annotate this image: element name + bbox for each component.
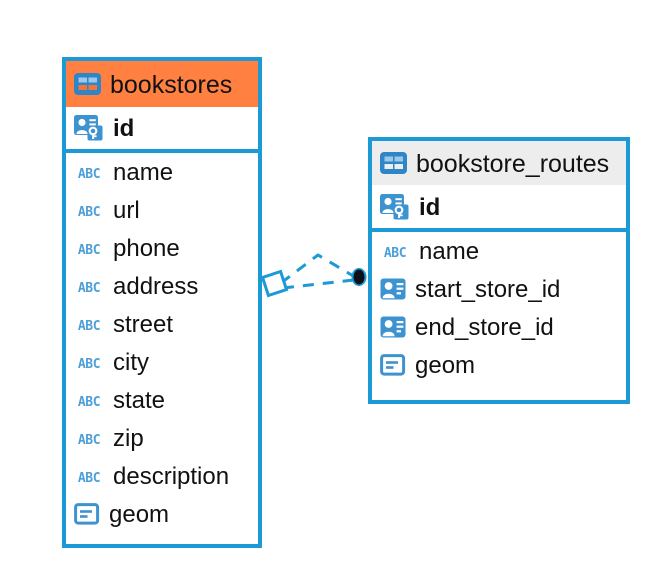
column-label-phone: phone bbox=[113, 235, 180, 262]
column-row-end-store-id[interactable]: end_store_id bbox=[372, 308, 626, 346]
table-title-bookstores: bookstores bbox=[110, 70, 233, 99]
column-label-end-store-id: end_store_id bbox=[415, 314, 554, 341]
abc-text-icon: ABC bbox=[77, 280, 101, 296]
column-label-geom: geom bbox=[415, 352, 476, 379]
column-row-geom[interactable]: geom bbox=[372, 346, 626, 384]
abc-text-icon: ABC bbox=[383, 245, 407, 261]
abc-text-icon: ABC bbox=[77, 432, 101, 448]
foreign-key-icon bbox=[380, 278, 406, 300]
column-row-description[interactable]: ABC description bbox=[66, 457, 258, 495]
column-label-zip: zip bbox=[113, 425, 144, 452]
column-row-url[interactable]: ABC url bbox=[66, 191, 258, 229]
column-label-name: name bbox=[419, 238, 480, 265]
column-label-geom: geom bbox=[109, 501, 170, 528]
column-label-state: state bbox=[113, 387, 166, 414]
geometry-icon bbox=[74, 503, 100, 525]
column-row-address[interactable]: ABC address bbox=[66, 267, 258, 305]
column-row-id[interactable]: id bbox=[66, 107, 258, 149]
column-label-url: url bbox=[113, 197, 140, 224]
column-row-name[interactable]: ABC name bbox=[372, 232, 626, 270]
abc-text-icon: ABC bbox=[77, 242, 101, 258]
column-label-street: street bbox=[113, 311, 174, 338]
primary-key-icon bbox=[380, 193, 409, 219]
table-grid-icon bbox=[380, 152, 407, 174]
abc-text-icon: ABC bbox=[77, 394, 101, 410]
column-row-geom[interactable]: geom bbox=[66, 495, 258, 533]
table-grid-icon bbox=[74, 73, 101, 95]
column-row-phone[interactable]: ABC phone bbox=[66, 229, 258, 267]
column-label-description: description bbox=[113, 463, 230, 490]
column-label-id: id bbox=[113, 115, 135, 142]
column-label-start-store-id: start_store_id bbox=[415, 276, 561, 303]
column-row-id[interactable]: id bbox=[372, 185, 626, 228]
relationship-line-lower bbox=[282, 278, 355, 290]
foreign-key-icon bbox=[380, 316, 406, 338]
column-row-street[interactable]: ABC street bbox=[66, 305, 258, 343]
column-label-address: address bbox=[113, 273, 199, 300]
abc-text-icon: ABC bbox=[77, 204, 101, 220]
abc-text-icon: ABC bbox=[77, 356, 101, 372]
column-row-start-store-id[interactable]: start_store_id bbox=[372, 270, 626, 308]
column-label-city: city bbox=[113, 349, 149, 376]
primary-key-icon bbox=[74, 115, 103, 141]
column-row-state[interactable]: ABC state bbox=[66, 381, 258, 419]
primary-key-section-bookstores: id bbox=[66, 107, 258, 153]
table-header-bookstore-routes[interactable]: bookstore_routes bbox=[372, 141, 626, 185]
column-label-name: name bbox=[113, 159, 174, 186]
relationship-line-upper bbox=[280, 253, 356, 285]
abc-text-icon: ABC bbox=[77, 166, 101, 182]
geometry-icon bbox=[380, 354, 406, 376]
abc-text-icon: ABC bbox=[77, 318, 101, 334]
filled-circle-icon bbox=[351, 268, 367, 286]
column-row-name[interactable]: ABC name bbox=[66, 153, 258, 191]
table-header-bookstores[interactable]: bookstores bbox=[66, 61, 258, 107]
column-row-zip[interactable]: ABC zip bbox=[66, 419, 258, 457]
diamond-outline-icon bbox=[260, 269, 289, 298]
column-label-id: id bbox=[419, 193, 441, 221]
primary-key-section-bookstore-routes: id bbox=[372, 185, 626, 232]
table-title-bookstore-routes: bookstore_routes bbox=[416, 149, 610, 178]
column-row-city[interactable]: ABC city bbox=[66, 343, 258, 381]
abc-text-icon: ABC bbox=[77, 470, 101, 486]
